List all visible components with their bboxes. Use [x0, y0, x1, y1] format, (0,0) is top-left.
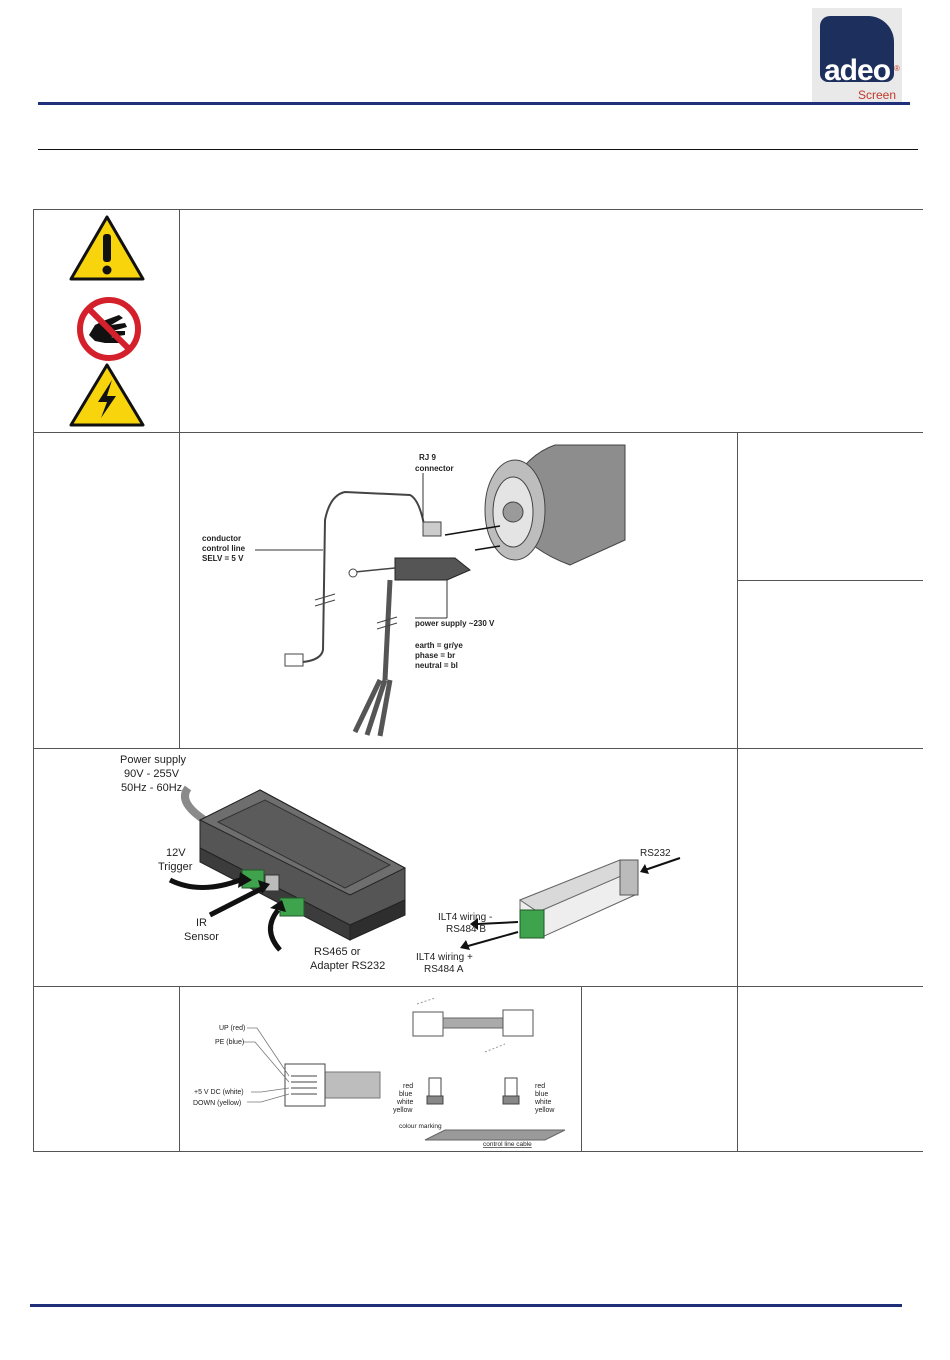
row2-note-top-cell: [737, 432, 923, 581]
logo-sub: Screen: [858, 88, 897, 102]
voltage-range-label: 90V - 255V: [124, 768, 180, 780]
colour-marking-label: colour marking: [399, 1123, 442, 1130]
row2-note-bottom-cell: [737, 580, 923, 749]
rj9-label: RJ 9: [419, 453, 436, 462]
rj9-socket: [422, 521, 442, 537]
footer-rule: [30, 1304, 902, 1307]
warning-icon: [69, 215, 145, 281]
plug-front-left: [426, 1077, 444, 1105]
no-touch-icon: [77, 297, 141, 361]
row3-note-cell: [737, 748, 923, 987]
rs465-label: RS465 or: [314, 946, 361, 958]
plug-right-colors: red blue white yellow: [534, 1083, 555, 1114]
frequency-label: 50Hz - 60Hz: [121, 782, 182, 794]
screw-icon: [348, 568, 358, 578]
row4-label-cell: [33, 986, 180, 1152]
power-supply-label: power supply ~230 V: [415, 619, 495, 628]
left-color-yellow: yellow: [393, 1107, 413, 1114]
rj9-plug-main: [284, 1063, 381, 1107]
high-voltage-icon: [69, 363, 145, 427]
row4-mid-cell: [581, 986, 738, 1152]
up-red-label: UP (red): [219, 1025, 245, 1032]
connector-label: connector: [415, 464, 454, 473]
plug-left-colors: red blue white yellow: [393, 1083, 413, 1114]
ir-label: IR: [196, 917, 207, 929]
down-yellow-label: DOWN (yellow): [193, 1100, 241, 1107]
rs484a-label: RS484 A: [424, 964, 464, 975]
selv-label: SELV = 5 V: [202, 554, 244, 563]
controller-box: [198, 789, 407, 941]
adeo-screen-logo: adeo ® Screen: [812, 8, 902, 104]
rs484b-label: RS484 B: [446, 924, 486, 935]
control-line-cable: [302, 490, 426, 663]
adapter-label: Adapter RS232: [310, 960, 385, 972]
left-color-red: red: [403, 1083, 413, 1090]
adapter-terminal: [519, 909, 545, 939]
logo-registered: ®: [894, 64, 900, 73]
trigger-label: Trigger: [158, 861, 193, 873]
row2-label-cell: [33, 432, 180, 749]
control-line-label: control line: [202, 544, 246, 553]
ilt4-minus-label: ILT4 wiring -: [438, 912, 492, 923]
section-rule: [38, 149, 918, 150]
control-line-cable-label: control line cable: [483, 1141, 532, 1148]
ir-sensor-port: [264, 874, 280, 892]
conductor-label: conductor: [202, 534, 241, 543]
warning-text-cell: [179, 209, 923, 433]
pe-blue-label: PE (blue): [215, 1039, 244, 1046]
earth-label: earth = gr/ye: [415, 641, 463, 650]
trigger-voltage-label: 12V: [166, 847, 186, 859]
rs232-adapter: [518, 859, 639, 939]
left-color-blue: blue: [399, 1091, 412, 1098]
phase-label: phase = br: [415, 651, 455, 660]
logo-brand: adeo: [824, 54, 891, 87]
left-color-white: white: [396, 1099, 413, 1106]
right-color-yellow: yellow: [535, 1107, 555, 1114]
rj9-pinout-diagram: UP (red) PE (blue) +5 V DC (white) DOWN …: [193, 997, 566, 1148]
power-supply-label: Power supply: [120, 754, 187, 766]
controller-wiring-diagram: Power supply 90V - 255V 50Hz - 60Hz 12V …: [120, 754, 681, 975]
flat-cable: [424, 1129, 566, 1141]
motor-tube: [484, 444, 626, 566]
header-rule: [38, 102, 910, 105]
row4-note-cell: [737, 986, 923, 1152]
power-cable: [352, 579, 393, 737]
right-color-blue: blue: [535, 1091, 548, 1098]
logo-shape: [820, 16, 894, 82]
5v-white-label: +5 V DC (white): [194, 1089, 244, 1096]
crimp-tool-view: [412, 997, 534, 1053]
ilt4-plus-label: ILT4 wiring +: [416, 952, 473, 963]
plug-front-right: [502, 1077, 520, 1105]
rs232-label: RS232: [640, 848, 671, 859]
motor-connector-diagram: RJ 9 connector conductor control line SE…: [202, 444, 626, 737]
sensor-label: Sensor: [184, 931, 219, 943]
power-plug: [394, 557, 471, 581]
neutral-label: neutral = bl: [415, 661, 458, 670]
right-color-red: red: [535, 1083, 545, 1090]
right-color-white: white: [534, 1099, 551, 1106]
rj9-plug: [284, 653, 304, 667]
